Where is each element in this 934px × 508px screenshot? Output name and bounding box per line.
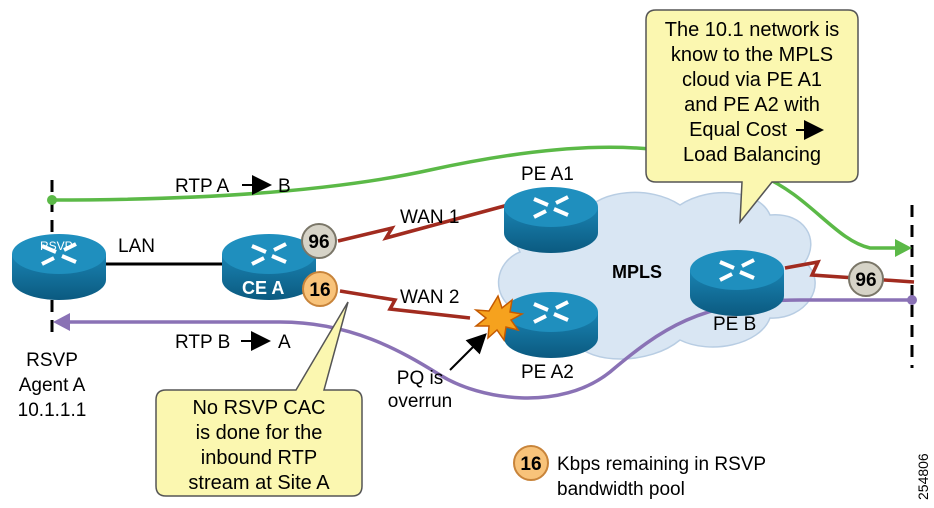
- agent-ip: 10.1.1.1: [18, 400, 87, 421]
- rtp-b-to-a-stream: [70, 298, 912, 400]
- rtp-b-to-a-arrowhead: [53, 313, 70, 331]
- pq-overrun-line-2: overrun: [388, 391, 452, 412]
- rtp-a-to-b-start: [47, 195, 57, 205]
- rsvp-router-label: RSVP: [40, 239, 73, 253]
- wan2-label: WAN 2: [400, 287, 459, 308]
- wan1-link: [337, 203, 509, 243]
- pe-b-router[interactable]: [690, 250, 784, 316]
- svg-text:16: 16: [309, 280, 330, 301]
- legend-badge: [513, 445, 549, 481]
- cac-callout-line-2: is done for the: [196, 422, 323, 444]
- router-arrows-icon: [533, 195, 569, 219]
- mpls-callout: The 10.1 network is know to the MPLS clo…: [645, 9, 859, 225]
- rtp-b-to-a-start: [907, 295, 917, 305]
- mpls-callout-line-6: Load Balancing: [683, 144, 821, 166]
- overrun-burst-icon: [473, 294, 525, 342]
- cac-callout-line-3: inbound RTP: [201, 447, 317, 469]
- ce-a-router[interactable]: CE A: [222, 234, 316, 300]
- rtp-a-to-b-end: B: [278, 176, 291, 197]
- pe-a1-router[interactable]: [504, 187, 598, 253]
- pe-a1-label: PE A1: [521, 164, 574, 185]
- agent-line-2: Agent A: [19, 375, 86, 396]
- rtp-a-to-b-label: RTP A: [175, 176, 230, 197]
- lan-label: LAN: [118, 236, 155, 257]
- cac-callout-line-4: stream at Site A: [188, 472, 330, 494]
- mpls-callout-line-1: The 10.1 network is: [665, 19, 840, 41]
- rtp-b-to-a-end: A: [278, 332, 291, 353]
- mpls-callout-line-4: and PE A2 with: [684, 94, 820, 116]
- figure-id: 254806: [915, 453, 931, 500]
- legend-line-2: bandwidth pool: [557, 479, 685, 500]
- router-arrows-icon: [533, 300, 569, 324]
- mpls-callout-line-5: Equal Cost: [689, 119, 787, 141]
- rsvp-router[interactable]: RSVP: [12, 234, 106, 300]
- agent-line-1: RSVP: [26, 350, 78, 371]
- router-arrows-icon: [719, 258, 755, 282]
- svg-text:96: 96: [308, 232, 329, 253]
- legend: 16 Kbps remaining in RSVP bandwidth pool: [513, 445, 766, 500]
- wan2-link: [339, 289, 471, 320]
- ce-a-label: CE A: [242, 278, 284, 298]
- svg-text:96: 96: [855, 270, 876, 291]
- badge-pe-b: 96: [848, 261, 884, 297]
- badge-ce-a-wan1: 96: [301, 223, 337, 259]
- badge-ce-a-wan2: 16: [302, 271, 338, 307]
- pe-a2-router[interactable]: [504, 292, 598, 358]
- wan1-label: WAN 1: [400, 207, 459, 228]
- cac-callout: No RSVP CAC is done for the inbound RTP …: [155, 301, 363, 497]
- pe-a2-label: PE A2: [521, 362, 574, 383]
- legend-badge-value: 16: [520, 454, 541, 475]
- pq-overrun-line-1: PQ is: [397, 368, 443, 389]
- cac-callout-line-1: No RSVP CAC: [192, 397, 325, 419]
- pe-b-label: PE B: [713, 314, 756, 335]
- mpls-callout-line-2: know to the MPLS: [671, 44, 833, 66]
- mpls-label: MPLS: [612, 262, 662, 282]
- pq-pointer-arrow-icon: [449, 333, 487, 371]
- router-arrows-icon: [41, 242, 77, 266]
- legend-line-1: Kbps remaining in RSVP: [557, 454, 766, 475]
- rtp-a-to-b-arrowhead: [895, 239, 912, 257]
- mpls-callout-line-3: cloud via PE A1: [682, 69, 822, 91]
- rtp-b-to-a-label: RTP B: [175, 332, 230, 353]
- router-arrows-icon: [251, 242, 287, 266]
- rtp-a-to-b-stream: [51, 145, 895, 250]
